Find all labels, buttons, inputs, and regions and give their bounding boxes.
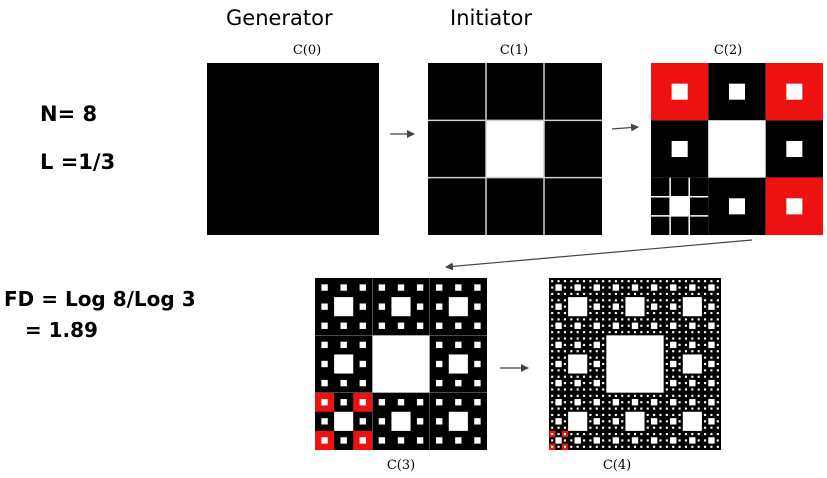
initiator-header: Initiator — [450, 6, 532, 30]
stage-label-c0: C(0) — [292, 43, 322, 58]
carpet-c3 — [315, 278, 487, 450]
stage-label-c4: C(4) — [602, 458, 632, 473]
arrow-c1-to-c2 — [611, 123, 639, 132]
l-value: L =1/3 — [40, 150, 116, 174]
generator-header: Generator — [226, 6, 333, 30]
stage-label-c3: C(3) — [386, 458, 416, 473]
carpet-c1 — [428, 63, 602, 235]
carpet-c4 — [549, 278, 721, 450]
arrow-c2-to-c3 — [445, 239, 753, 271]
carpet-c0 — [207, 63, 379, 235]
stage-label-c1: C(1) — [499, 43, 529, 58]
stage-label-c2: C(2) — [713, 43, 743, 58]
fractal-dimension-formula: FD = Log 8/Log 3 — [4, 287, 196, 311]
carpet-c2 — [651, 63, 823, 235]
fractal-dimension-result: = 1.89 — [4, 318, 98, 342]
n-value: N= 8 — [40, 102, 98, 126]
